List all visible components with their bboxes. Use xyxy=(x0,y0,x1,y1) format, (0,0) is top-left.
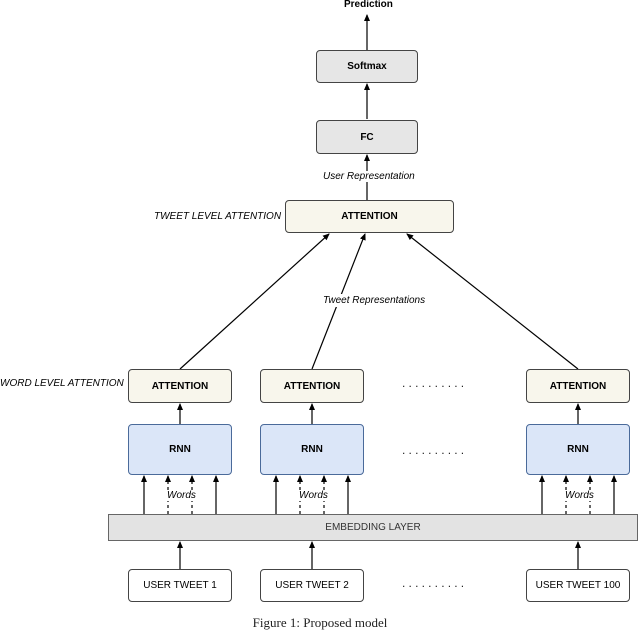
word-attention-box-3: ATTENTION xyxy=(526,369,630,403)
ellipsis-attention: .......... xyxy=(402,376,468,390)
word-level-attention-label: WORD LEVEL ATTENTION xyxy=(0,378,124,389)
words-label-2: Words xyxy=(297,490,330,501)
user-tweet-box-3: USER TWEET 100 xyxy=(526,569,630,602)
tweet-attention-box: ATTENTION xyxy=(285,200,454,233)
embedding-layer-box: EMBEDDING LAYER xyxy=(108,514,638,541)
rnn-box-2: RNN xyxy=(260,424,364,475)
ellipsis-rnn: .......... xyxy=(402,443,468,457)
tweet-representations-label: Tweet Representations xyxy=(322,294,427,307)
fc-box: FC xyxy=(316,120,418,154)
words-label-3: Words xyxy=(563,490,596,501)
tweet-level-attention-label: TWEET LEVEL ATTENTION xyxy=(154,211,282,222)
rnn-box-3: RNN xyxy=(526,424,630,475)
rnn-box-1: RNN xyxy=(128,424,232,475)
softmax-box: Softmax xyxy=(316,50,418,83)
user-representation-label: User Representation xyxy=(323,171,415,182)
prediction-label: Prediction xyxy=(344,0,393,10)
arrow-col1-to-tweet-attention xyxy=(179,233,330,370)
word-attention-box-2: ATTENTION xyxy=(260,369,364,403)
words-label-1: Words xyxy=(165,490,198,501)
ellipsis-tweets: .......... xyxy=(402,576,468,590)
figure-caption: Figure 1: Proposed model xyxy=(252,615,388,630)
user-tweet-box-2: USER TWEET 2 xyxy=(260,569,364,602)
word-attention-box-1: ATTENTION xyxy=(128,369,232,403)
arrow-col3-to-tweet-attention xyxy=(406,233,579,370)
user-tweet-box-1: USER TWEET 1 xyxy=(128,569,232,602)
